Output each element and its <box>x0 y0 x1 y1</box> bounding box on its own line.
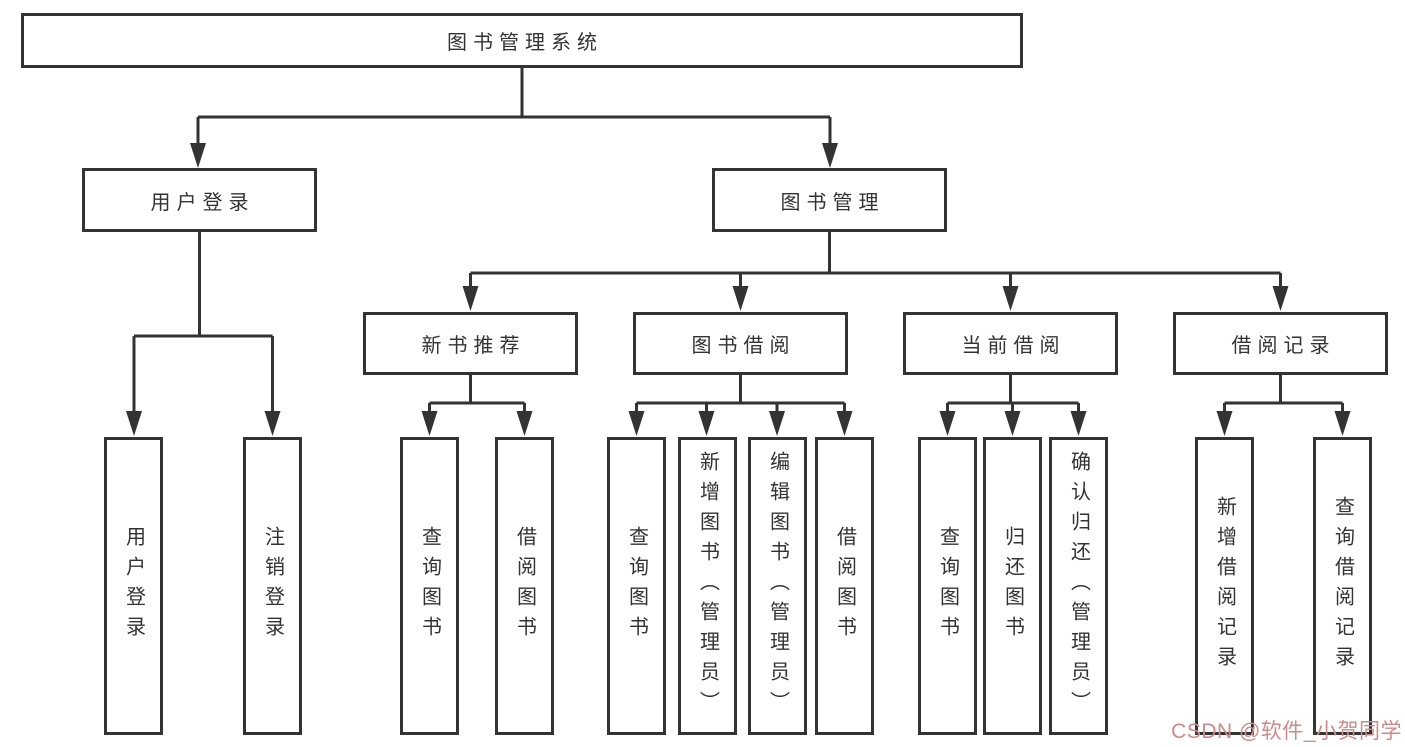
leaf-label: 借阅图书 <box>833 526 856 646</box>
node-label: 图书管理 <box>780 191 885 214</box>
node-label: 图书管理系统 <box>447 32 603 54</box>
node-label: 新书推荐 <box>421 335 526 357</box>
leaf-return-books: 归还图书 <box>983 437 1042 735</box>
leaf-label: 编辑图书（管理员） <box>766 451 789 721</box>
leaf-logout: 注销登录 <box>243 437 302 735</box>
node-label: 借阅记录 <box>1231 335 1336 357</box>
leaf-edit-books-admin: 编辑图书（管理员） <box>748 437 807 735</box>
node-book-management: 图书管理 <box>712 168 947 232</box>
csdn-watermark: CSDN @软件_小贺同学 <box>1171 720 1402 743</box>
node-user-login: 用户登录 <box>82 168 317 232</box>
node-borrow-records: 借阅记录 <box>1173 312 1388 375</box>
leaf-borrow-books: 借阅图书 <box>815 437 874 735</box>
node-library-management-system: 图书管理系统 <box>21 13 1023 68</box>
node-label: 当前借阅 <box>961 335 1066 357</box>
leaf-confirm-return-admin: 确认归还（管理员） <box>1049 437 1108 735</box>
leaf-label: 归还图书 <box>1001 526 1024 646</box>
leaf-label: 查询图书 <box>936 526 959 646</box>
arrowheads <box>126 143 1351 436</box>
leaf-label: 新增图书（管理员） <box>696 451 719 721</box>
leaf-borrow-query-books: 查询图书 <box>607 437 666 735</box>
leaf-recommend-query-books: 查询图书 <box>400 437 459 735</box>
leaf-label: 借阅图书 <box>513 526 536 646</box>
leaf-label: 注销登录 <box>261 526 284 646</box>
leaf-label: 查询图书 <box>418 526 441 646</box>
leaf-label: 查询图书 <box>625 526 648 646</box>
leaf-add-borrow-record: 新增借阅记录 <box>1195 437 1254 735</box>
node-label: 图书借阅 <box>691 335 796 357</box>
leaf-current-query-books: 查询图书 <box>918 437 977 735</box>
leaf-recommend-borrow-books: 借阅图书 <box>495 437 554 735</box>
node-book-borrow: 图书借阅 <box>633 312 848 375</box>
leaf-query-borrow-record: 查询借阅记录 <box>1313 437 1372 735</box>
leaf-label: 新增借阅记录 <box>1213 496 1236 676</box>
leaf-user-login: 用户登录 <box>104 437 163 735</box>
node-label: 用户登录 <box>150 191 255 214</box>
leaf-label: 查询借阅记录 <box>1331 496 1354 676</box>
node-current-borrow: 当前借阅 <box>903 312 1118 375</box>
leaf-label: 确认归还（管理员） <box>1067 451 1090 721</box>
leaf-add-books-admin: 新增图书（管理员） <box>678 437 737 735</box>
leaf-label: 用户登录 <box>122 526 145 646</box>
node-new-book-recommend: 新书推荐 <box>363 312 578 375</box>
